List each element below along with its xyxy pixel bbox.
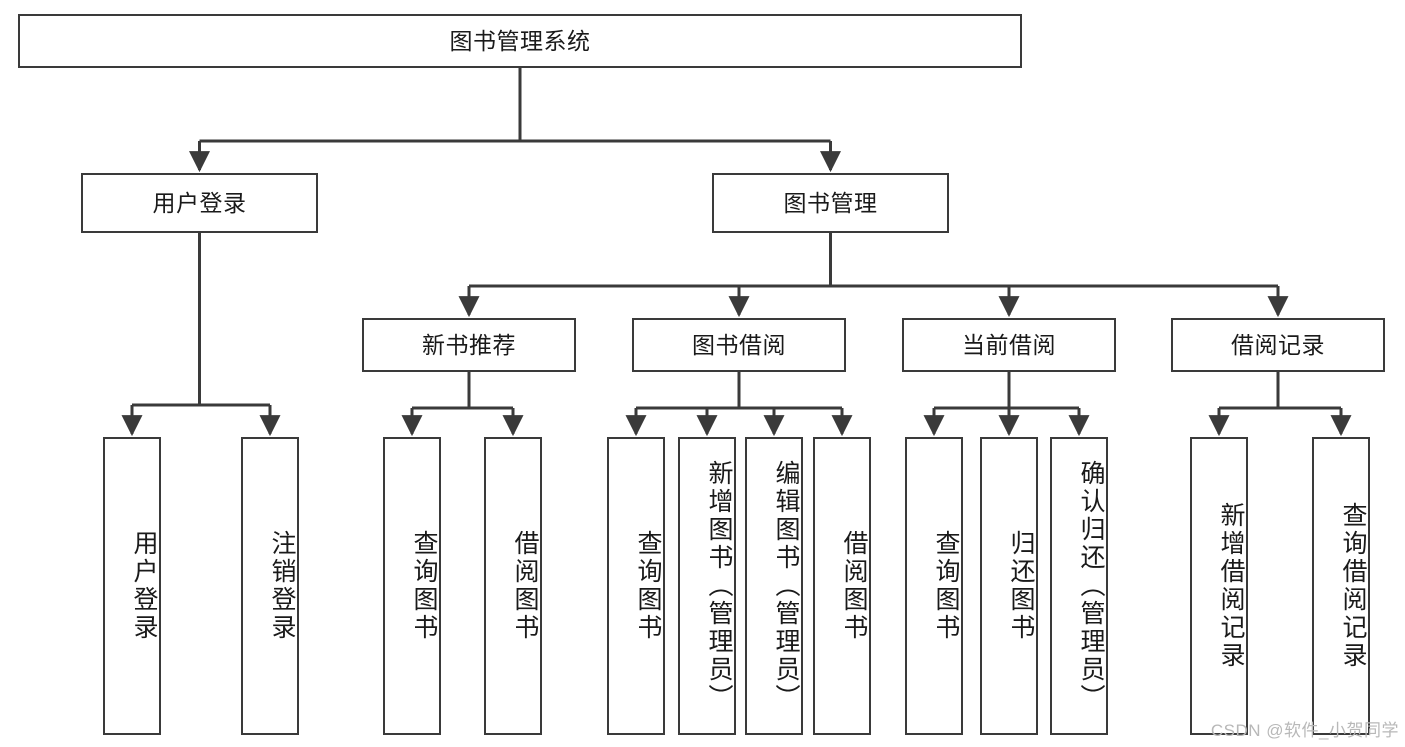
node-label: 归还图书 (1007, 530, 1035, 642)
node-leaf-query-book-1[interactable]: 查询图书 (383, 437, 441, 735)
node-current-borrow[interactable]: 当前借阅 (902, 318, 1116, 372)
node-label: 借阅记录 (1231, 331, 1325, 358)
node-book-borrow[interactable]: 图书借阅 (632, 318, 846, 372)
node-leaf-user-login[interactable]: 用户登录 (103, 437, 161, 735)
node-leaf-user-logout[interactable]: 注销登录 (241, 437, 299, 735)
node-label: 图书借阅 (692, 331, 786, 358)
node-label: 新书推荐 (422, 331, 516, 358)
node-label: 新增借阅记录 (1217, 502, 1245, 670)
node-leaf-confirm-return[interactable]: 确认归还（管理员） (1050, 437, 1108, 735)
node-root[interactable]: 图书管理系统 (18, 14, 1022, 68)
node-label: 图书管理 (783, 189, 878, 216)
node-label: 新增图书（管理员） (705, 460, 733, 712)
node-borrow-record[interactable]: 借阅记录 (1171, 318, 1385, 372)
node-leaf-add-record[interactable]: 新增借阅记录 (1190, 437, 1248, 735)
node-leaf-query-record[interactable]: 查询借阅记录 (1312, 437, 1370, 735)
node-label: 确认归还（管理员） (1077, 460, 1105, 712)
node-leaf-query-book-3[interactable]: 查询图书 (905, 437, 963, 735)
node-label: 查询图书 (634, 530, 662, 642)
node-label: 注销登录 (268, 530, 296, 642)
node-label: 借阅图书 (511, 530, 539, 642)
node-label: 用户登录 (130, 530, 158, 642)
node-label: 图书管理系统 (449, 27, 591, 54)
node-leaf-add-book[interactable]: 新增图书（管理员） (678, 437, 736, 735)
node-new-book-rec[interactable]: 新书推荐 (362, 318, 576, 372)
node-label: 编辑图书（管理员） (772, 460, 800, 712)
node-leaf-edit-book[interactable]: 编辑图书（管理员） (745, 437, 803, 735)
node-label: 查询图书 (932, 530, 960, 642)
node-leaf-query-book-2[interactable]: 查询图书 (607, 437, 665, 735)
node-label: 查询借阅记录 (1339, 502, 1367, 670)
node-label: 查询图书 (410, 530, 438, 642)
node-user-login[interactable]: 用户登录 (81, 173, 318, 233)
node-leaf-return-book[interactable]: 归还图书 (980, 437, 1038, 735)
node-label: 用户登录 (152, 189, 247, 216)
node-label: 借阅图书 (840, 530, 868, 642)
node-book-manage[interactable]: 图书管理 (712, 173, 949, 233)
node-leaf-borrow-book-2[interactable]: 借阅图书 (813, 437, 871, 735)
node-label: 当前借阅 (962, 331, 1056, 358)
node-leaf-borrow-book-1[interactable]: 借阅图书 (484, 437, 542, 735)
